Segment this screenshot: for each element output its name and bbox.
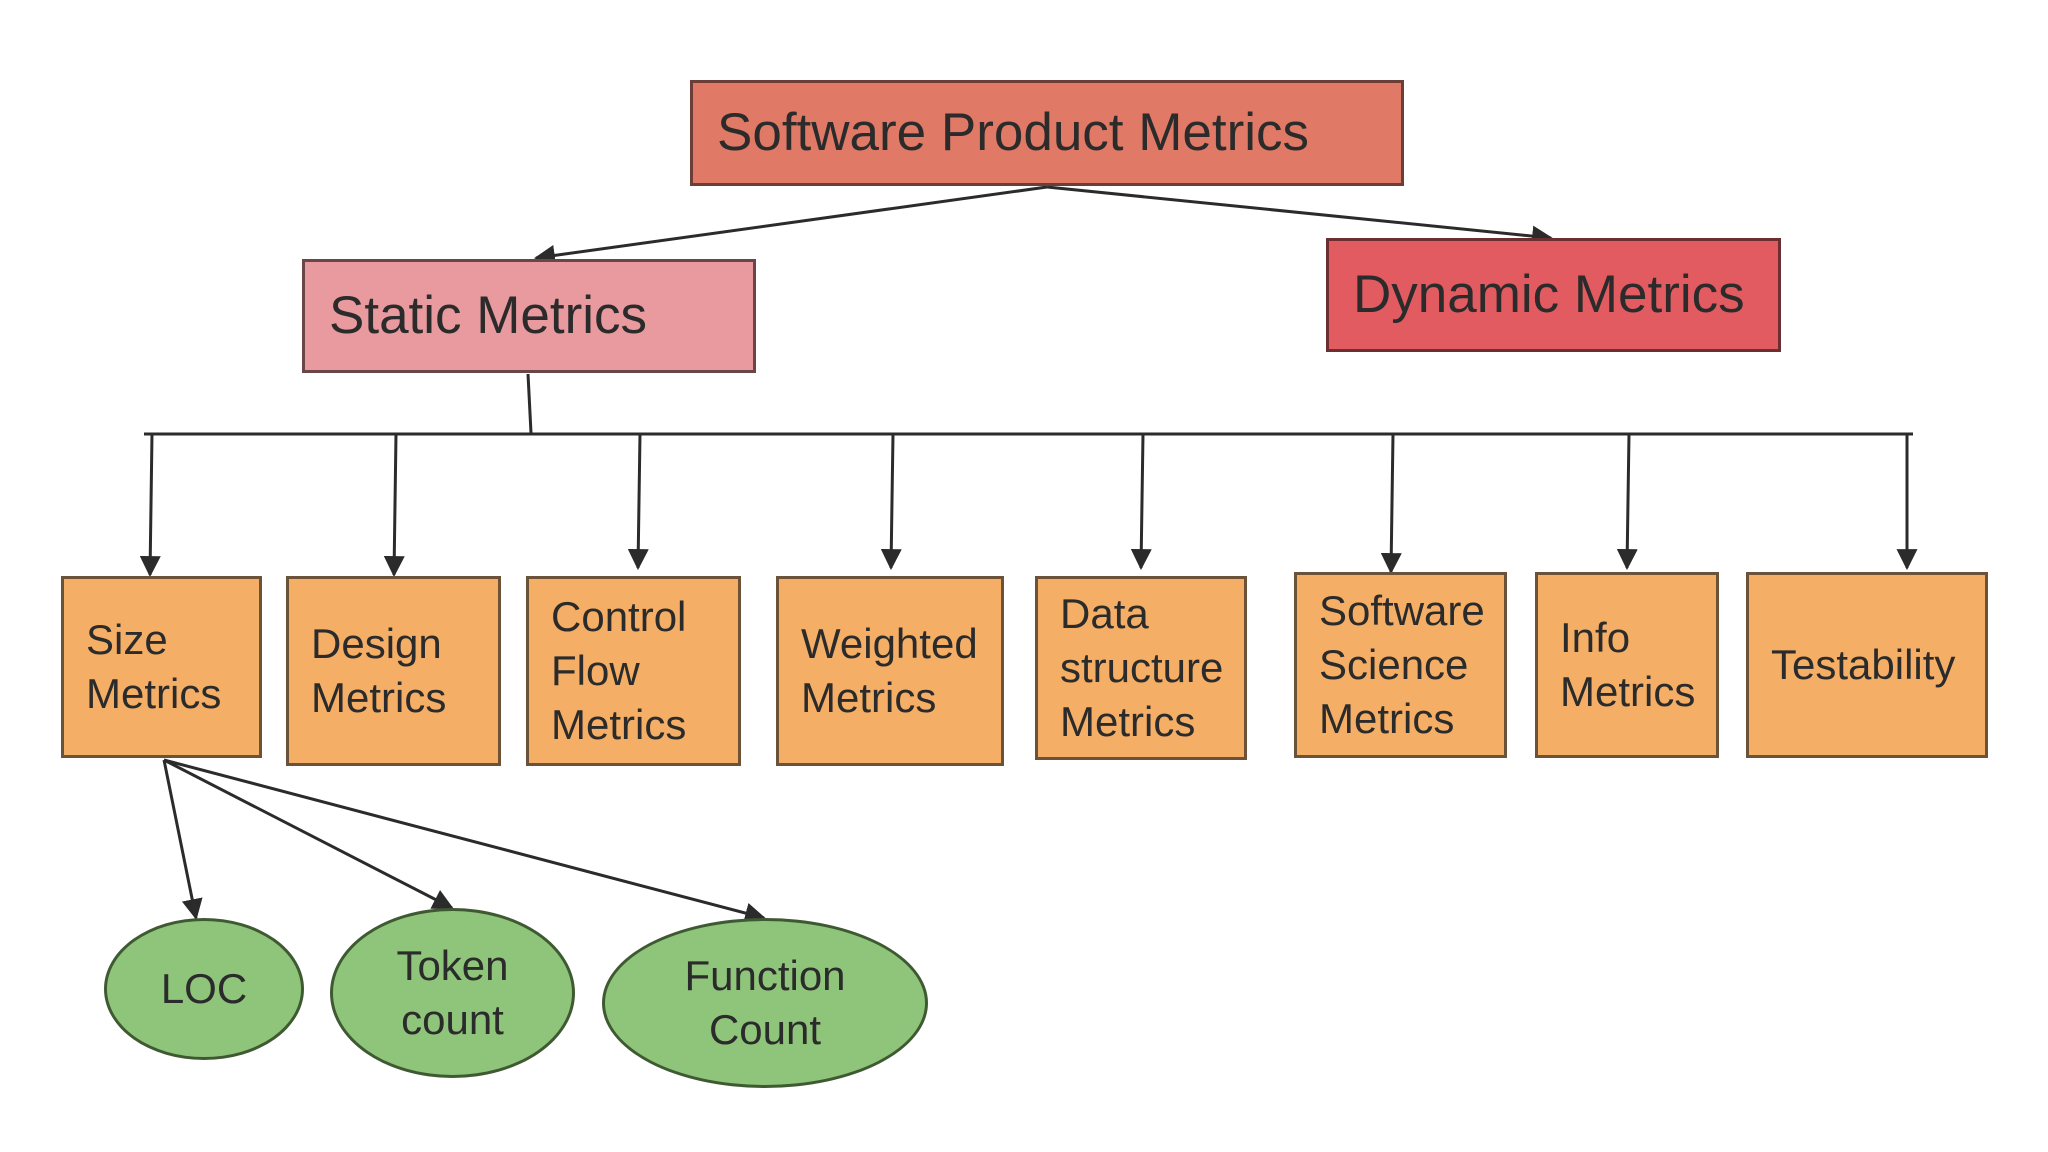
software-science-metrics-label: Software Science Metrics: [1319, 587, 1485, 742]
weighted-metrics-label: Weighted Metrics: [801, 620, 978, 721]
static-metrics-label: Static Metrics: [329, 286, 648, 346]
software-science-metrics-node: Software Science Metrics: [1294, 572, 1507, 758]
design-metrics-label: Design Metrics: [311, 620, 447, 721]
loc-node: LOC: [104, 918, 304, 1060]
edge-size-loc: [162, 759, 203, 921]
token-count-label: Token count: [396, 942, 509, 1043]
edge-bus-info: [1616, 433, 1638, 571]
control-flow-metrics-node: Control Flow Metrics: [526, 576, 741, 766]
edge-root-static: [533, 185, 1048, 266]
dynamic-metrics-node: Dynamic Metrics: [1326, 238, 1781, 352]
data-structure-metrics-node: Data structure Metrics: [1035, 576, 1247, 760]
edge-size-function: [163, 758, 767, 924]
root-label: Software Product Metrics: [717, 103, 1310, 163]
loc-label: LOC: [160, 965, 248, 1013]
weighted-metrics-node: Weighted Metrics: [776, 576, 1004, 766]
edge-bus-control-flow: [627, 433, 649, 571]
edge-size-token: [163, 758, 454, 910]
testability-label: Testability: [1771, 641, 1956, 689]
dynamic-metrics-label: Dynamic Metrics: [1353, 265, 1745, 325]
edge-bus-data-structure: [1130, 433, 1152, 571]
static-metrics-node: Static Metrics: [302, 259, 756, 373]
info-metrics-node: Info Metrics: [1535, 572, 1719, 758]
edge-bus-software-science: [1380, 433, 1402, 575]
info-metrics-label: Info Metrics: [1560, 614, 1696, 715]
edge-bus-size: [139, 433, 161, 578]
function-count-node: Function Count: [602, 918, 928, 1088]
size-metrics-label: Size Metrics: [86, 616, 222, 717]
edge-bus-weighted: [880, 433, 902, 571]
function-count-label: Function Count: [684, 952, 846, 1053]
edge-bus-design: [383, 433, 405, 578]
control-flow-metrics-label: Control Flow Metrics: [551, 593, 687, 748]
token-count-node: Token count: [330, 908, 575, 1078]
testability-node: Testability: [1746, 572, 1988, 758]
root-node: Software Product Metrics: [690, 80, 1404, 186]
design-metrics-node: Design Metrics: [286, 576, 501, 766]
size-metrics-node: Size Metrics: [61, 576, 262, 758]
data-structure-metrics-label: Data structure Metrics: [1060, 590, 1224, 745]
edge-static-stem: [526, 373, 533, 434]
edge-root-dynamic: [1046, 185, 1554, 247]
